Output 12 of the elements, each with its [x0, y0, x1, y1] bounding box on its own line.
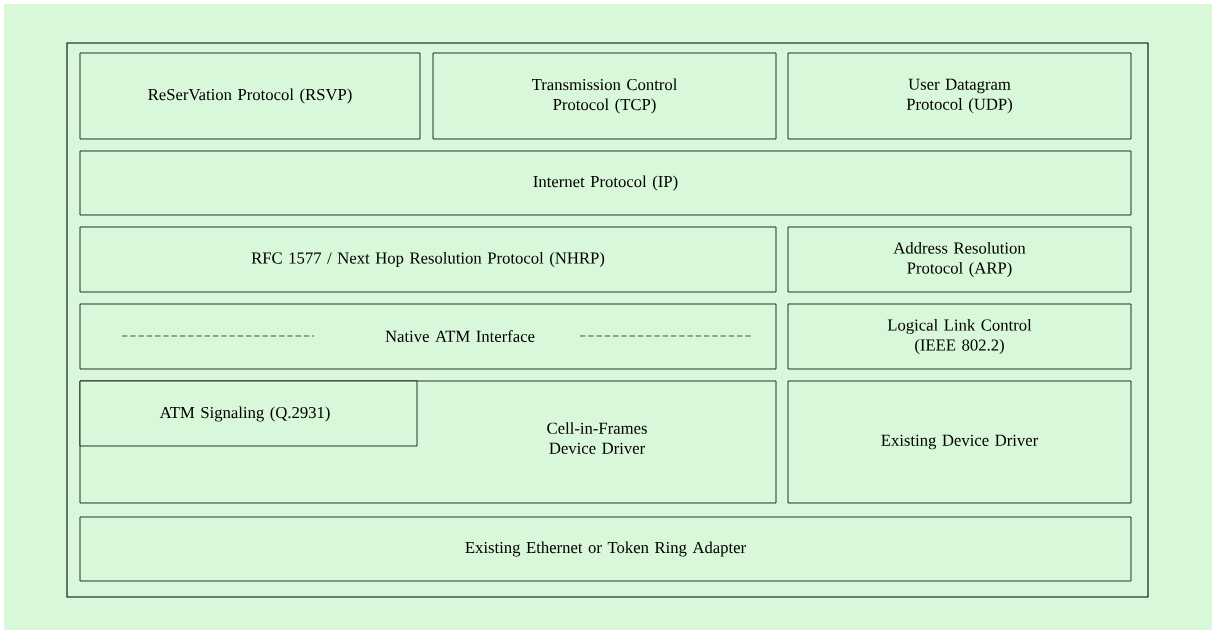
layer-box: Transmission Control Protocol (TCP): [432, 52, 777, 140]
layer-box: Existing Device Driver: [787, 380, 1132, 504]
layer-box: RFC 1577 / Next Hop Resolution Protocol (NHRP): [79, 226, 777, 293]
frame-box: [66, 42, 1149, 598]
layer-box: User Datagram Protocol (UDP): [787, 52, 1132, 140]
layer-box: ReSerVation Protocol (RSVP): [79, 52, 421, 140]
layer-box: Internet Protocol (IP): [79, 150, 1132, 216]
layer-box: Logical Link Control (IEEE 802.2): [787, 303, 1132, 370]
layer-box: Address Resolution Protocol (ARP): [787, 226, 1132, 293]
layer-box: ATM Signaling (Q.2931): [79, 380, 418, 447]
layer-box: Existing Ethernet or Token Ring Adapter: [79, 516, 1132, 582]
layer-box: Native ATM Interface: [79, 303, 777, 370]
